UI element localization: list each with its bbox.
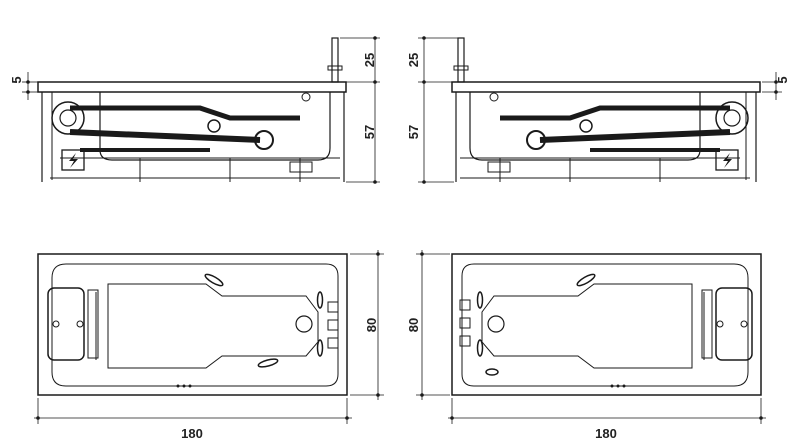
dim-faucet-left: 25: [362, 53, 377, 67]
dim-length-right: 180: [595, 426, 617, 441]
dimension-side-right: [418, 36, 782, 184]
dimension-top-right: [416, 250, 766, 424]
dim-width-right: 80: [406, 318, 421, 332]
side-view-left: [37, 37, 347, 182]
dim-height-right: 57: [406, 125, 421, 139]
dimension-top-left: [34, 250, 384, 424]
electrical-hazard-icon: [69, 153, 78, 168]
dim-faucet-right: 25: [406, 53, 421, 67]
top-view-left: [37, 253, 348, 396]
dim-width-left: 80: [364, 318, 379, 332]
dim-rim-left: 5: [9, 76, 24, 83]
dim-height-left: 57: [362, 125, 377, 139]
top-view-right: [451, 253, 762, 396]
dim-length-left: 180: [181, 426, 203, 441]
side-view-right: [451, 37, 761, 182]
electrical-hazard-icon: [723, 153, 732, 168]
dim-rim-right: 5: [775, 76, 790, 83]
dimension-side-left: [22, 36, 380, 184]
